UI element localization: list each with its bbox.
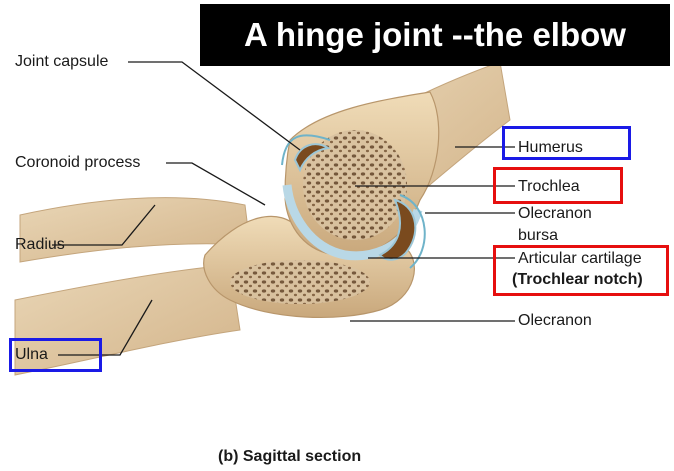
highlight-box-ulna [9,338,102,372]
trochlea-spongy-bone [303,130,407,240]
label-articular-cartilage: Articular cartilage [518,250,642,267]
highlight-box-trochlea [493,167,623,204]
figure-caption: (b) Sagittal section [218,448,362,465]
label-olecranon: Olecranon [518,312,592,329]
label-trochlear-notch: (Trochlear notch) [512,271,643,288]
synovial-cavity-upper [293,143,331,173]
label-trochlea: Trochlea [518,178,580,195]
highlight-box-humerus [502,126,631,160]
joint-capsule-outline [281,134,426,269]
title-banner: A hinge joint --the elbow [200,4,670,66]
synovial-cavity [378,198,417,261]
highlight-box-articular-cartilage [493,245,669,296]
label-radius: Radius [15,236,65,253]
label-olecranon-bursa-line1: Olecranon [518,205,592,222]
ulna-spongy-bone [230,260,370,304]
label-ulna: Ulna [15,346,48,363]
page-title: A hinge joint --the elbow [244,16,626,53]
label-humerus: Humerus [518,139,583,156]
label-olecranon-bursa-line2: bursa [518,227,559,244]
ulna-bone [14,264,241,376]
label-coronoid-process: Coronoid process [15,154,141,171]
label-joint-capsule: Joint capsule [15,53,109,70]
leader-lines [52,61,515,356]
